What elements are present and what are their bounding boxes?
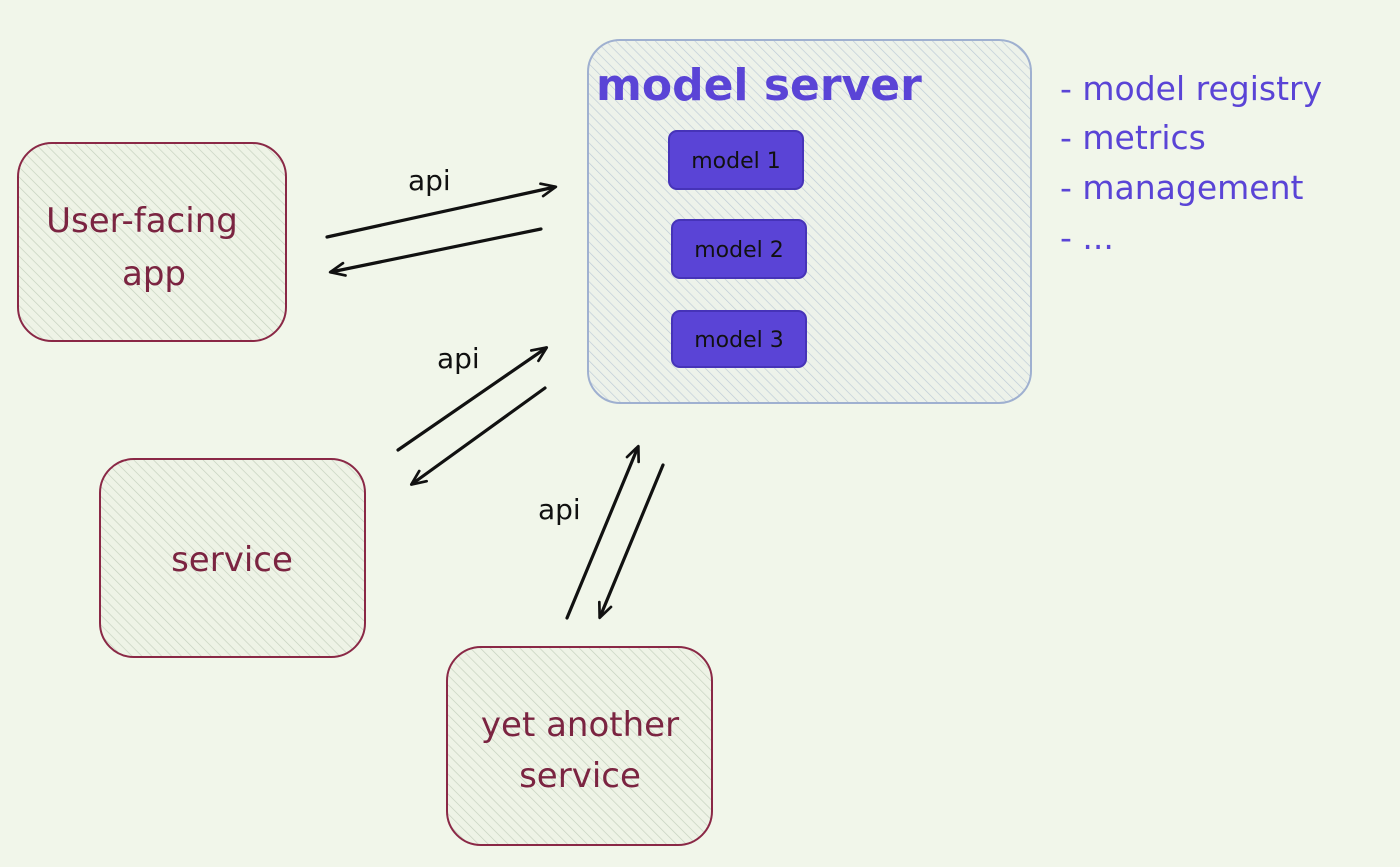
arrow-server-to-service: [409, 386, 547, 486]
model-chip-1[interactable]: model 1: [668, 130, 804, 190]
feature-item: - metrics: [1060, 118, 1206, 157]
arrow-app-to-server: [325, 182, 558, 239]
api-label-app: api: [408, 164, 451, 197]
yet-another-service-label-line2: service: [519, 756, 641, 796]
user-facing-app-box[interactable]: User-facing app: [17, 142, 287, 342]
api-label-service: api: [437, 342, 480, 375]
model-chip-label: model 2: [694, 238, 784, 263]
yet-another-service-box[interactable]: yet another service: [446, 646, 713, 846]
model-server-title: model server: [596, 60, 922, 111]
api-label-another: api: [538, 493, 581, 526]
yet-another-service-label-line1: yet another: [481, 705, 679, 745]
model-chip-3[interactable]: model 3: [671, 310, 807, 368]
arrow-another-to-server: [565, 444, 640, 620]
model-chip-label: model 3: [694, 328, 784, 353]
arrow-server-to-another: [597, 463, 665, 620]
model-server-box[interactable]: model server model 1 model 2 model 3: [587, 39, 1032, 404]
feature-item: - model registry: [1060, 69, 1322, 108]
arrow-server-to-app: [328, 227, 543, 277]
user-facing-app-label-line2: app: [122, 254, 186, 294]
user-facing-app-label-line1: User-facing: [46, 201, 238, 241]
feature-item: - management: [1060, 168, 1304, 207]
model-chip-2[interactable]: model 2: [671, 219, 807, 279]
service-label: service: [171, 540, 293, 580]
model-chip-label: model 1: [691, 149, 781, 174]
feature-list: - model registry - metrics - management …: [1060, 69, 1322, 257]
service-box[interactable]: service: [99, 458, 366, 658]
feature-item: - ...: [1060, 218, 1114, 257]
arrow-service-to-server: [396, 346, 549, 452]
